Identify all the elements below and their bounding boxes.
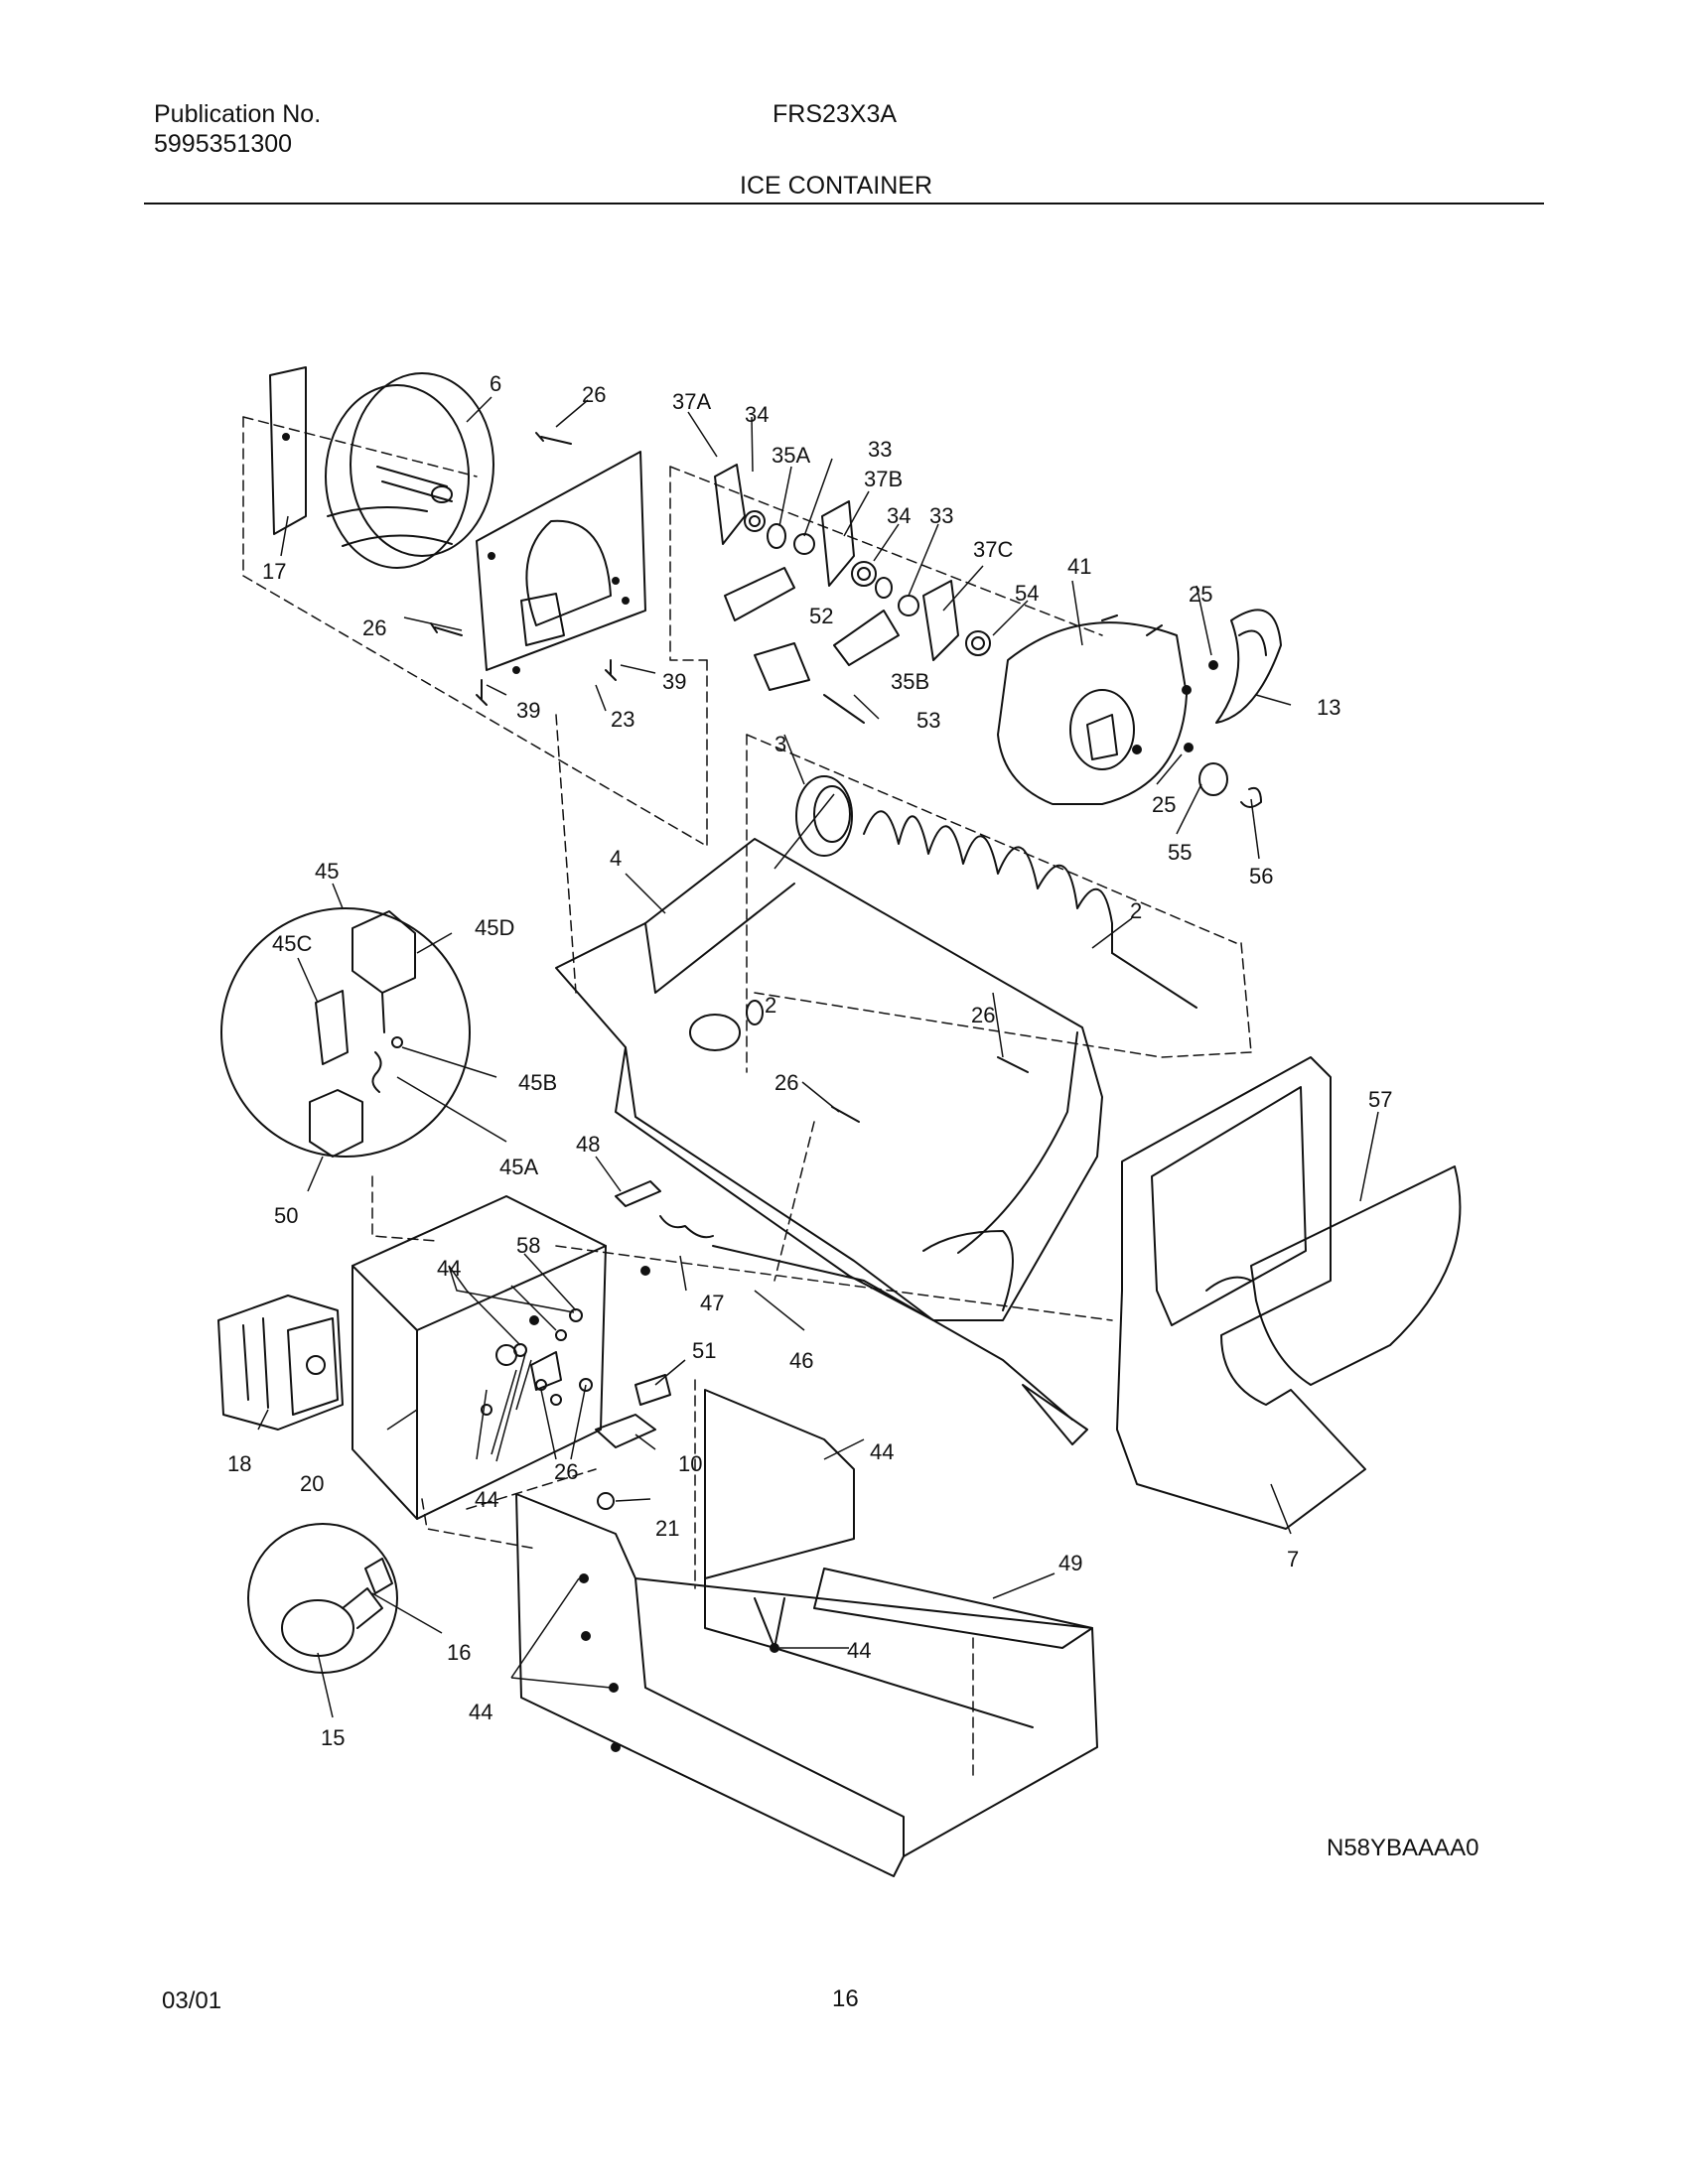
callout-25: 25: [1189, 582, 1212, 607]
callout-labels: 2 2 3 4 6 7 10 13 15 16 17 18 20 21 23 2…: [227, 371, 1392, 1750]
callout-55: 55: [1168, 840, 1192, 865]
callout-21: 21: [655, 1516, 679, 1541]
callout-44: 44: [469, 1700, 492, 1724]
callout-45C: 45C: [272, 931, 312, 956]
part-44-bracket: [704, 1389, 855, 1649]
callout-53: 53: [916, 708, 940, 733]
part-6-auger-drum: [325, 372, 494, 569]
callout-34: 34: [887, 503, 911, 528]
fastener-parts-25-55-56: [1132, 660, 1262, 808]
callout-2: 2: [1130, 898, 1142, 923]
callout-leaders: [257, 396, 1379, 1718]
callout-35B: 35B: [891, 669, 929, 694]
callout-37B: 37B: [864, 467, 903, 491]
callout-6: 6: [490, 371, 501, 396]
part-4-ice-container: [555, 838, 1103, 1321]
publication-date: 03/01: [162, 1987, 222, 2014]
callout-15: 15: [321, 1725, 345, 1750]
part-15-16-lamp-inset: [247, 1523, 398, 1674]
part-46-actuator-rod: [615, 1180, 1088, 1445]
callout-46: 46: [789, 1348, 813, 1373]
assembly-guide-lines: [242, 416, 1252, 1778]
callout-26: 26: [362, 615, 386, 640]
callout-56: 56: [1249, 864, 1273, 888]
callout-35A: 35A: [772, 443, 810, 468]
page-number: 16: [832, 1985, 859, 2012]
callout-33: 33: [929, 503, 953, 528]
callout-57: 57: [1368, 1087, 1392, 1112]
callout-20: 20: [300, 1471, 324, 1496]
part-13-chute-flap: [1215, 609, 1282, 724]
fastener-screws-upper: [430, 432, 617, 706]
callout-37A: 37A: [672, 389, 711, 414]
section-title: ICE CONTAINER: [740, 172, 932, 200]
callout-45D: 45D: [475, 915, 514, 940]
callout-39: 39: [516, 698, 540, 723]
callout-25: 25: [1152, 792, 1176, 817]
publication-number: 5995351300: [154, 130, 293, 158]
callout-26: 26: [774, 1070, 798, 1095]
callout-10: 10: [678, 1451, 702, 1476]
auger-gear-stack: [714, 464, 991, 724]
part-57-door-flap: [1250, 1165, 1462, 1386]
callout-44: 44: [475, 1487, 498, 1512]
callout-45A: 45A: [499, 1155, 538, 1179]
callout-26: 26: [554, 1459, 578, 1484]
callout-26: 26: [971, 1003, 995, 1027]
callout-44: 44: [437, 1256, 461, 1281]
container-screws: [831, 1056, 1029, 1123]
callout-47: 47: [700, 1291, 724, 1315]
callout-50: 50: [274, 1203, 298, 1228]
part-17-clip: [269, 366, 307, 535]
part-18-motor: [217, 1295, 344, 1431]
callout-41: 41: [1067, 554, 1091, 579]
part-41-drive-housing: [997, 614, 1192, 805]
callout-48: 48: [576, 1132, 600, 1157]
model-number: FRS23X3A: [773, 100, 898, 128]
callout-23: 23: [611, 707, 634, 732]
part-7-front-housing: [1116, 1056, 1366, 1530]
part-3-bearing: [795, 775, 853, 857]
drawing-id: N58YBAAAA0: [1327, 1835, 1479, 1861]
callout-54: 54: [1015, 581, 1039, 606]
part-2-auger-spring: [863, 810, 1197, 1009]
callout-17: 17: [262, 559, 286, 584]
callout-39: 39: [662, 669, 686, 694]
callout-4: 4: [610, 846, 622, 871]
part-23-mounting-plate: [476, 451, 646, 674]
callout-13: 13: [1317, 695, 1340, 720]
callout-52: 52: [809, 604, 833, 628]
callout-33: 33: [868, 437, 892, 462]
callout-45: 45: [315, 859, 339, 884]
callout-51: 51: [692, 1338, 716, 1363]
callout-45B: 45B: [518, 1070, 557, 1095]
callout-44: 44: [847, 1638, 871, 1663]
callout-26: 26: [582, 382, 606, 407]
part-49-base-tray: [515, 1493, 1098, 1877]
callout-58: 58: [516, 1233, 540, 1258]
callout-34: 34: [745, 402, 769, 427]
callout-7: 7: [1287, 1547, 1299, 1571]
callout-3: 3: [774, 732, 786, 756]
callout-2: 2: [765, 993, 776, 1018]
part-45-solenoid-inset: [220, 907, 471, 1158]
callout-44: 44: [870, 1439, 894, 1464]
callout-37C: 37C: [973, 537, 1013, 562]
publication-label: Publication No.: [154, 100, 322, 128]
callout-16: 16: [447, 1640, 471, 1665]
callout-18: 18: [227, 1451, 251, 1476]
parts-10-21-51: [595, 1374, 671, 1510]
header-rule: [144, 203, 1544, 205]
callout-49: 49: [1058, 1551, 1082, 1575]
